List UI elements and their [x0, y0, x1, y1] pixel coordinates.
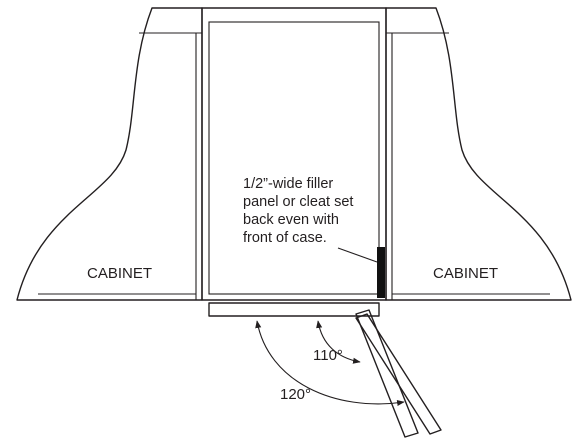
filler-note-line-2: panel or cleat set	[243, 194, 353, 210]
open-door-120	[355, 313, 442, 435]
filler-note-line-4: front of case.	[243, 230, 327, 246]
filler-note-line-1: 1/2”-wide filler	[243, 176, 333, 192]
cabinet-label-left: CABINET	[87, 265, 152, 282]
appliance-case	[201, 7, 387, 301]
right-cabinet	[385, 7, 572, 301]
closed-door	[208, 302, 380, 317]
angle-label-120: 120°	[280, 386, 311, 403]
filler-note-leader	[337, 247, 378, 263]
left-cabinet-outline	[16, 7, 203, 301]
left-cabinet	[16, 7, 203, 301]
appliance-inner-frame	[208, 21, 380, 295]
filler-panel	[377, 247, 385, 298]
angle-label-110: 110°	[313, 347, 343, 364]
filler-note: 1/2”-wide filler panel or cleat set back…	[243, 176, 353, 246]
cabinet-label-right: CABINET	[433, 265, 498, 282]
arc-120-arrow	[255, 320, 405, 407]
right-cabinet-outline	[385, 7, 572, 301]
door-panel-120	[355, 313, 442, 435]
appliance-outer-frame	[201, 7, 387, 301]
door-panel-110	[355, 309, 419, 438]
filler-note-line-3: back even with	[243, 212, 339, 228]
open-door-110	[355, 309, 419, 438]
